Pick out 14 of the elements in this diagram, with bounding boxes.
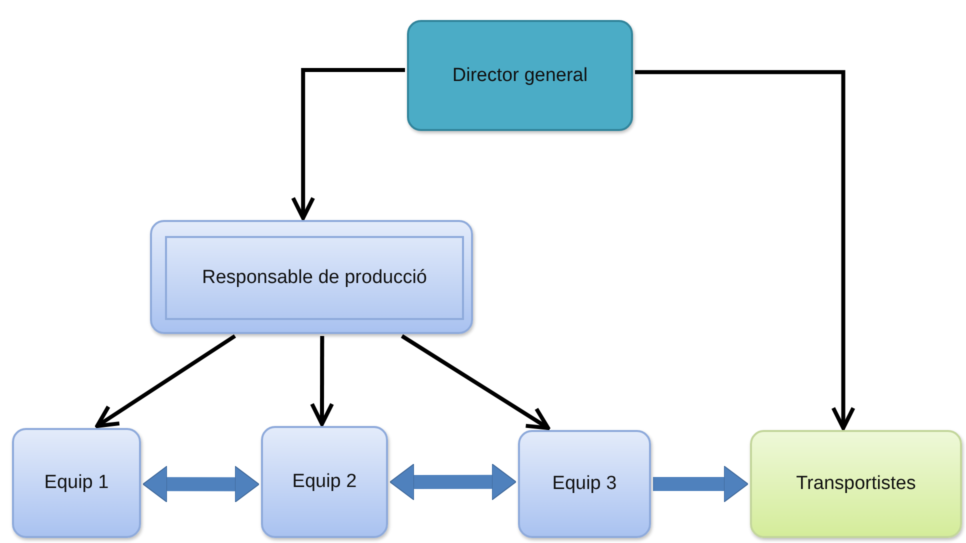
org-box: Equip 1 xyxy=(12,428,141,538)
org-box: Transportistes xyxy=(750,430,962,538)
arrow xyxy=(635,70,856,430)
org-box: Director general xyxy=(407,20,633,131)
arrow xyxy=(291,68,405,220)
block-arrow xyxy=(653,466,748,502)
org-box: Equip 3 xyxy=(518,430,651,538)
arrow xyxy=(95,334,236,428)
block-arrow xyxy=(142,466,260,503)
org-box: Equip 2 xyxy=(261,426,388,538)
org-box: Responsable de producció xyxy=(150,220,473,334)
arrow xyxy=(400,334,550,430)
block-arrow xyxy=(390,463,516,500)
arrow xyxy=(310,336,334,426)
